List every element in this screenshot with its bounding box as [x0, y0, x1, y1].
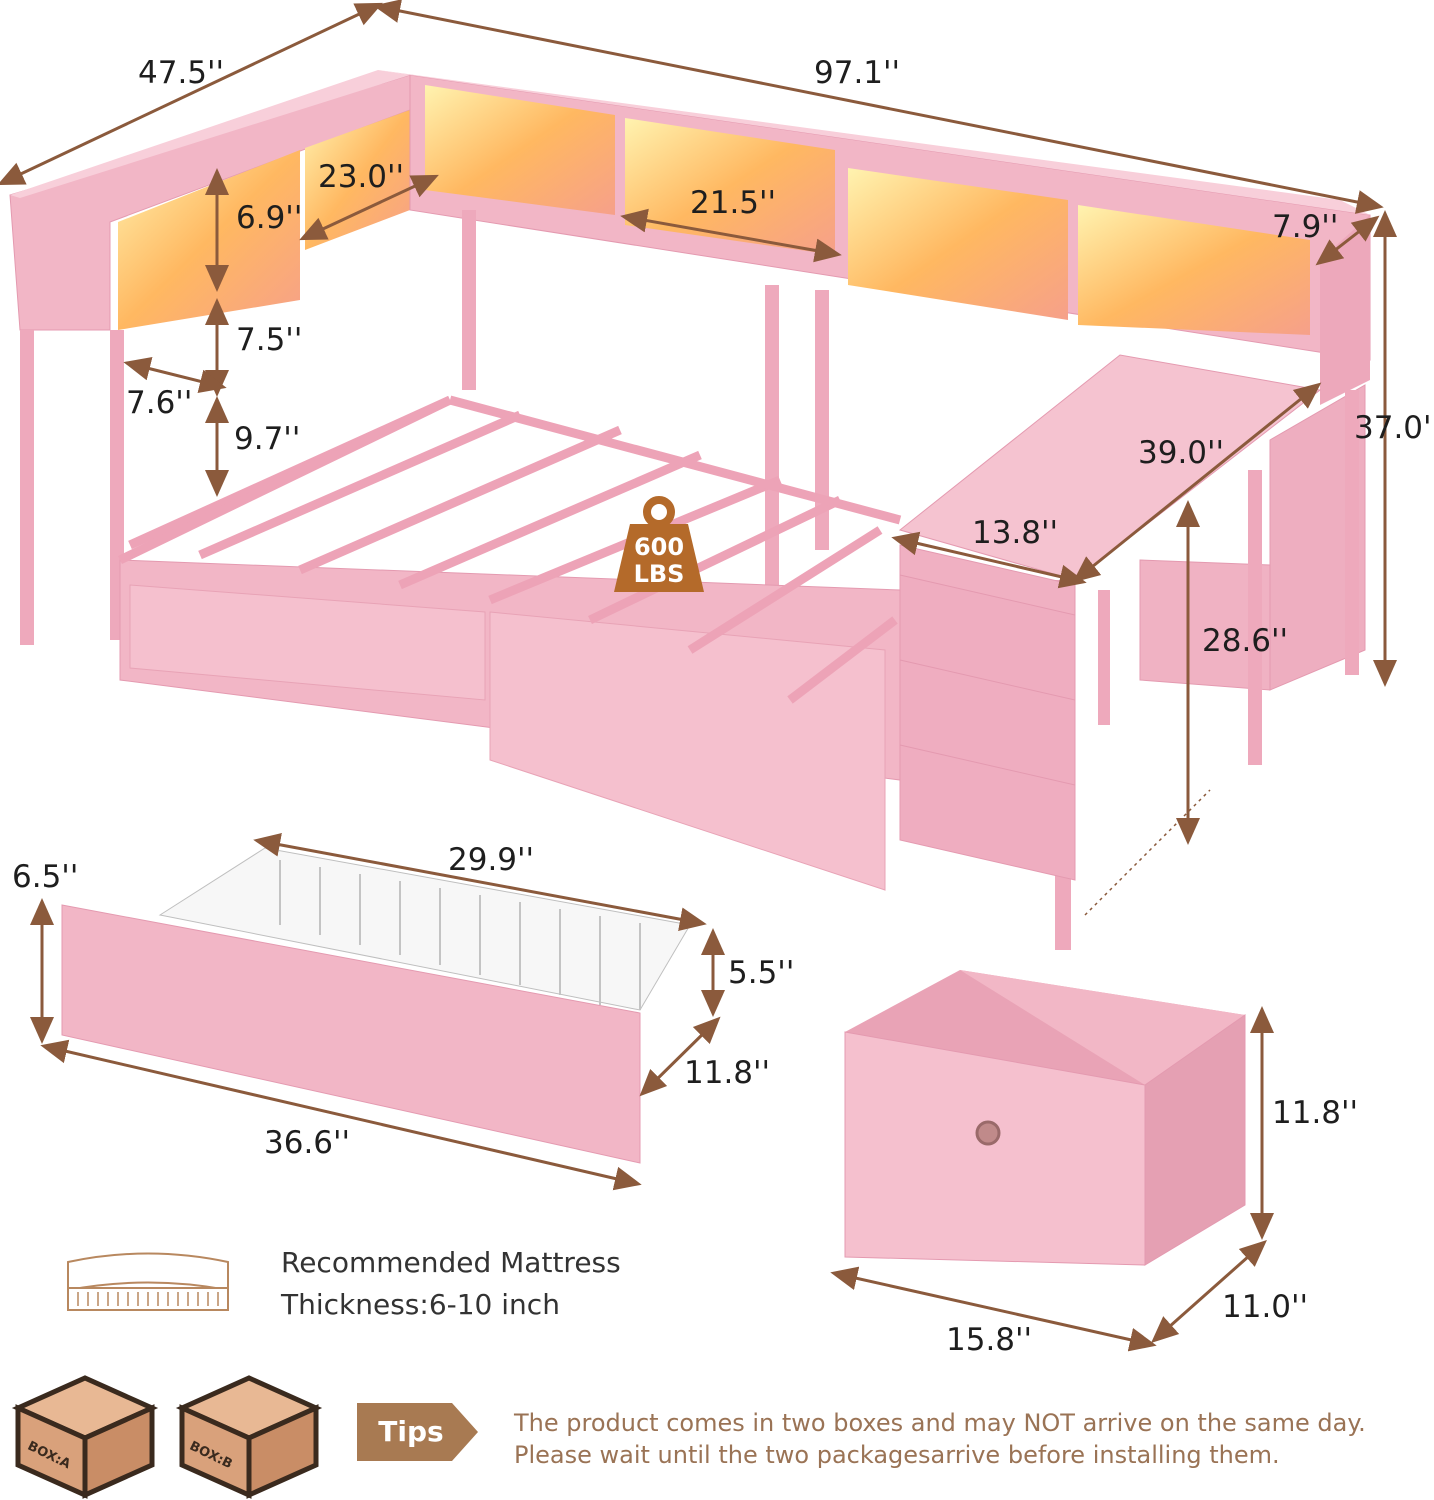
label-drawer-basket-height: 5.5'' — [728, 955, 795, 991]
box-b-icon — [175, 1375, 323, 1499]
tips-badge-shape — [357, 1403, 478, 1461]
label-lower-shelf-height: 7.5'' — [236, 322, 303, 358]
label-bin-height: 11.8'' — [1272, 1095, 1359, 1131]
label-lower-shelf-depth: 7.6'' — [126, 385, 193, 421]
mattress-recommendation: Recommended Mattress Thickness:6-10 inch — [281, 1242, 621, 1326]
mattress-line-1: Recommended Mattress — [281, 1246, 621, 1279]
label-drawer-inner-length: 29.9'' — [448, 842, 535, 878]
label-total-height: 37.0'' — [1354, 410, 1434, 446]
label-desk-depth: 13.8'' — [972, 515, 1059, 551]
tips-message: The product comes in two boxes and may N… — [514, 1407, 1366, 1471]
weight-value: 600 — [633, 533, 685, 561]
label-desk-length: 39.0'' — [1138, 435, 1225, 471]
drawer-illustration — [61, 847, 691, 1164]
label-shelf-width-mid: 21.5'' — [690, 185, 777, 221]
label-drawer-height: 6.5'' — [12, 859, 79, 895]
weight-badge-icon — [614, 496, 704, 592]
label-shelf-depth: 7.9'' — [1272, 209, 1339, 245]
mattress-line-2: Thickness:6-10 inch — [281, 1288, 560, 1321]
label-bed-depth: 47.5'' — [138, 55, 225, 91]
mattress-icon — [67, 1252, 229, 1311]
label-bin-width: 15.8'' — [946, 1322, 1033, 1358]
label-desk-height: 28.6'' — [1202, 623, 1289, 659]
tips-line-2: Please wait until the two packagesarrive… — [514, 1441, 1280, 1469]
storage-bin-illustration — [844, 970, 1246, 1266]
desk-height-guide — [1084, 789, 1211, 916]
weight-capacity: 600 LBS — [625, 534, 693, 588]
label-bed-clearance: 9.7'' — [234, 421, 301, 457]
weight-unit: LBS — [633, 560, 685, 588]
dimension-arrows — [0, 0, 1397, 1352]
label-shelf-width-left: 23.0'' — [318, 159, 405, 195]
label-bed-length: 97.1'' — [814, 55, 901, 91]
label-bin-depth: 11.0'' — [1222, 1289, 1309, 1325]
label-drawer-length: 36.6'' — [264, 1125, 351, 1161]
label-shelf-height: 6.9'' — [236, 200, 303, 236]
box-a-icon — [11, 1375, 159, 1499]
label-drawer-depth: 11.8'' — [684, 1055, 771, 1091]
tips-badge: Tips — [378, 1415, 444, 1448]
tips-line-1: The product comes in two boxes and may N… — [514, 1409, 1366, 1437]
